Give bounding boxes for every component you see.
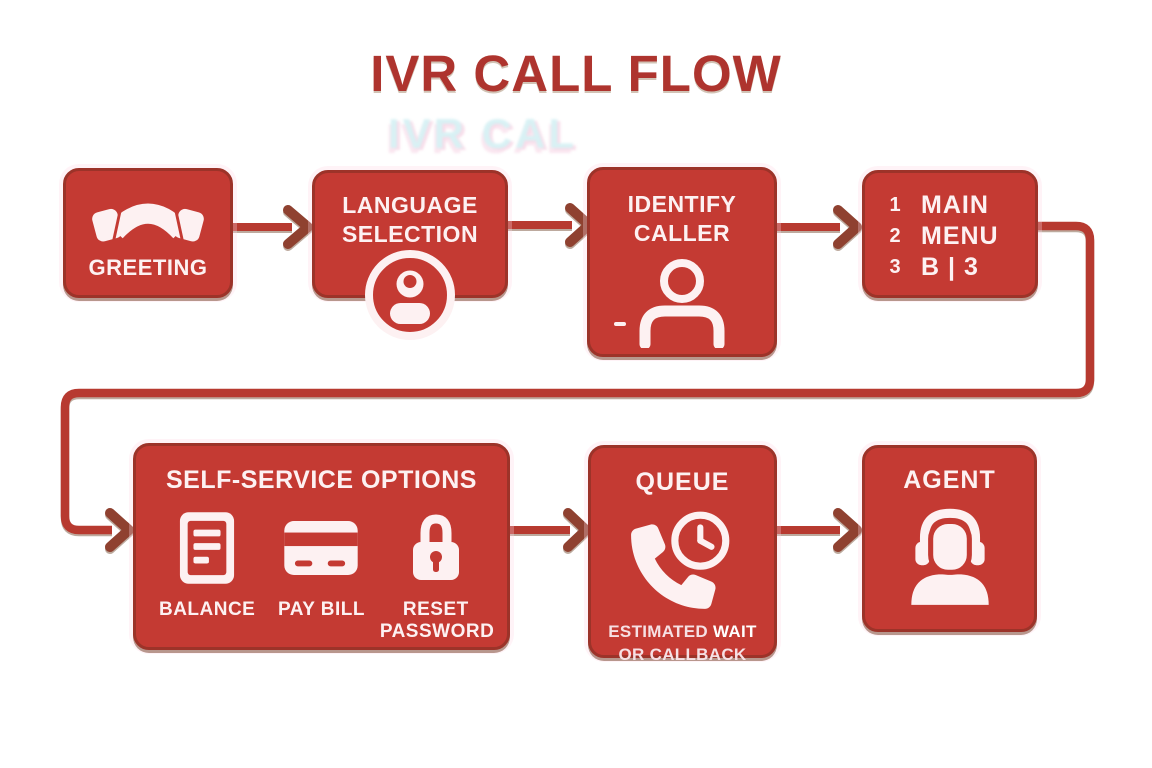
arrow-queue-to-agent <box>777 508 862 552</box>
reset-password-label: RESET PASSWORD <box>379 599 495 642</box>
node-queue: QUEUE ESTIMATED WAIT OR CALLBACK <box>588 445 777 664</box>
arrow-self-service-to-queue <box>510 508 591 552</box>
arrow-language-to-identify <box>508 203 594 247</box>
statement-icon <box>180 512 235 584</box>
person-outline-icon <box>639 258 725 349</box>
option-balance: BALANCE <box>150 507 264 643</box>
node-self-service: SELF-SERVICE OPTIONS BALANCE <box>133 443 510 650</box>
person-circle-icon <box>365 250 455 340</box>
menu-row-number: 3 <box>889 256 901 278</box>
language-selection-label: LANGUAGE SELECTION <box>341 192 479 247</box>
small-dash-decoration <box>614 322 626 326</box>
menu-row-number: 1 <box>889 194 901 216</box>
balance-label: BALANCE <box>158 599 256 620</box>
option-pay-bill: PAY BILL <box>264 507 378 643</box>
node-language-selection: LANGUAGE SELECTION <box>312 170 508 340</box>
menu-row: 1 MAIN <box>883 190 1035 221</box>
self-service-title: SELF-SERVICE OPTIONS <box>166 466 477 494</box>
menu-row-label: MAIN <box>921 191 989 219</box>
queue-subtitle: ESTIMATED WAIT OR CALLBACK <box>608 622 757 664</box>
arrow-identify-to-main-menu <box>777 205 862 249</box>
credit-card-icon <box>284 520 359 576</box>
queue-subtitle-highlight: WAIT <box>713 622 757 641</box>
phone-clock-icon <box>630 509 732 609</box>
menu-row-label: MENU <box>921 222 999 250</box>
menu-row-number: 2 <box>889 225 901 247</box>
greeting-label: GREETING <box>88 255 208 280</box>
node-identify-caller: IDENTIFY CALLER <box>587 167 777 357</box>
arrow-greeting-to-language <box>233 205 313 249</box>
phone-handset-icon <box>92 203 204 243</box>
padlock-icon <box>412 514 459 580</box>
node-greeting: GREETING <box>63 168 233 298</box>
pay-bill-label: PAY BILL <box>277 599 366 620</box>
agent-title: AGENT <box>903 466 996 494</box>
self-service-options-row: BALANCE PAY BILL <box>136 495 507 643</box>
menu-row: 2 MENU <box>883 221 1035 252</box>
page-title: IVR CALL FLOW <box>370 45 782 102</box>
node-agent: AGENT <box>862 445 1037 632</box>
identify-caller-label: IDENTIFY CALLER <box>627 191 737 246</box>
support-agent-icon <box>910 508 989 605</box>
menu-row-label: B | 3 <box>921 253 979 281</box>
menu-row: 3 B | 3 <box>883 252 1035 283</box>
ghost-title-echo: IVR CAL <box>388 110 577 157</box>
node-main-menu: 1 MAIN 2 MENU 3 B | 3 <box>862 170 1038 298</box>
queue-title: QUEUE <box>635 468 730 496</box>
option-reset-password: RESET PASSWORD <box>379 507 495 643</box>
